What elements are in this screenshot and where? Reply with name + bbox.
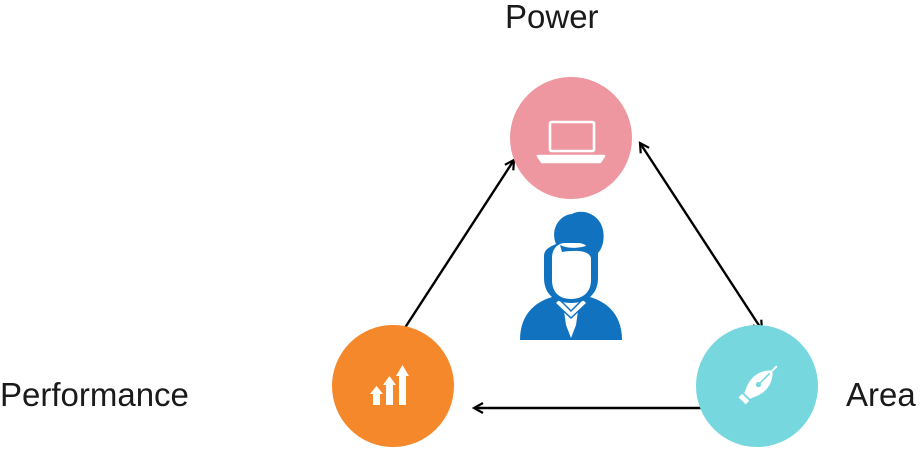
- label-power: Power: [505, 0, 599, 35]
- label-area: Area: [846, 376, 916, 413]
- pen-nib-icon: [738, 365, 778, 405]
- arrow-power-area: [640, 143, 762, 330]
- label-performance: Performance: [0, 376, 189, 413]
- person-icon: [520, 211, 622, 340]
- node-performance: [332, 325, 454, 447]
- power-circle: [510, 77, 632, 199]
- node-power: [510, 77, 632, 199]
- laptop-icon: [536, 120, 606, 164]
- arrow-power-performance: [397, 160, 514, 340]
- node-area: [696, 325, 818, 447]
- bar-chart-up-icon: [370, 365, 409, 405]
